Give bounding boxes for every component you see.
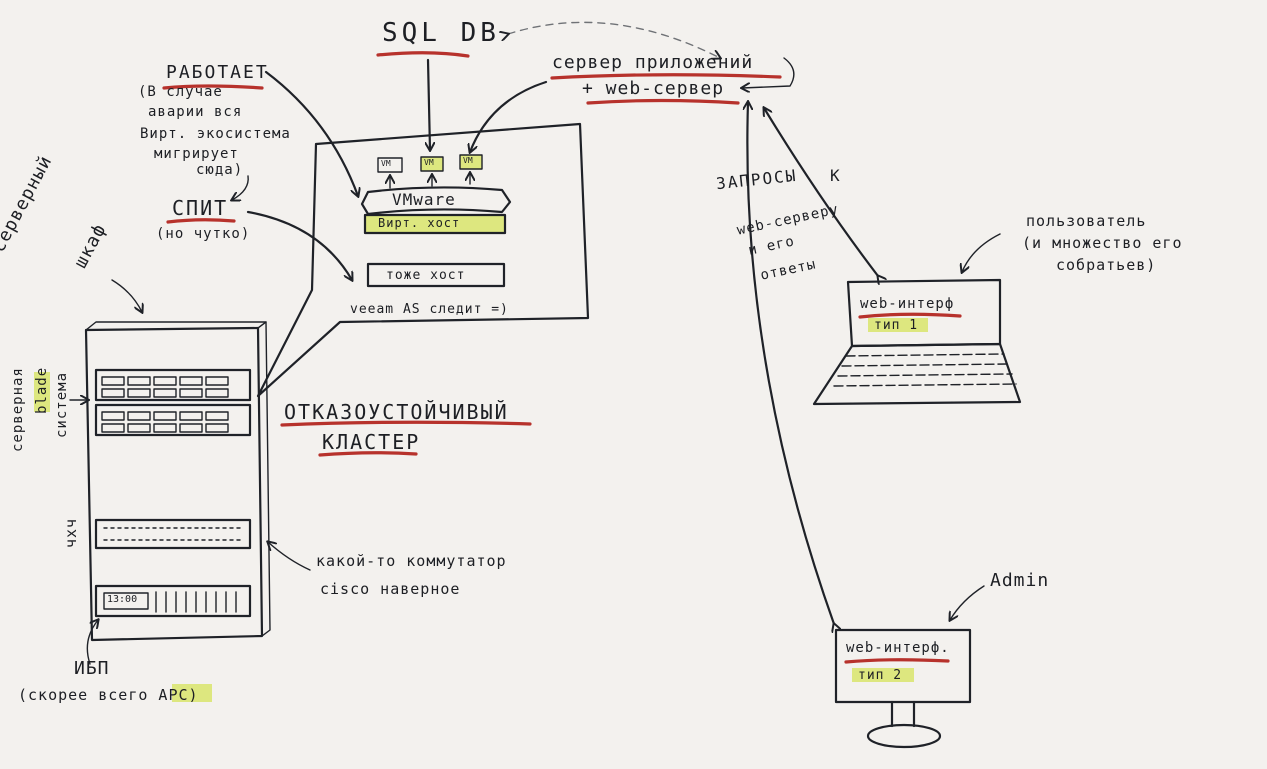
app-server-underline-2 — [586, 98, 740, 105]
blade-slots — [101, 376, 229, 433]
arrow-works-to-host — [264, 70, 358, 196]
app-server-label-1: сервер приложений — [552, 52, 754, 73]
laptop-screen-label-2: тип 1 — [874, 318, 919, 333]
arrow-user-label — [962, 233, 1001, 272]
works-note-2: аварии вся — [148, 104, 243, 120]
user-label-3: собратьев) — [1056, 256, 1157, 274]
ups-display-label: 13:00 — [107, 594, 138, 605]
monitor-type-highlight — [852, 668, 914, 682]
user-label-1: пользователь — [1026, 212, 1147, 230]
ups-unit — [94, 584, 252, 618]
vm-label-3: VM — [463, 156, 473, 165]
monitor-screen-underline — [844, 658, 950, 664]
monitor-neck — [890, 700, 916, 728]
ups-label-1: ИБП — [74, 658, 110, 679]
sleeps-underline — [166, 218, 236, 224]
sleeps-label: СПИТ — [172, 196, 229, 220]
requests-label-2: К — [830, 166, 841, 185]
vm-box-2 — [420, 156, 444, 172]
switch-label-2: cisco наверное — [320, 580, 461, 598]
arrow-ups-label — [86, 620, 98, 665]
works-underline — [162, 84, 264, 90]
arrow-switch-label — [268, 542, 311, 571]
switch-unit — [94, 518, 252, 550]
ups-display-box — [103, 592, 149, 610]
monitor-screen-label-1: web-интерф. — [846, 640, 950, 656]
cabinet-side — [257, 321, 271, 637]
blade-highlight — [34, 372, 50, 412]
laptop-type-highlight — [868, 318, 928, 332]
works-note-1: (В случае — [138, 84, 223, 100]
works-label: РАБОТАЕТ — [166, 62, 269, 83]
arrow-sqldb-to-vm — [428, 58, 430, 150]
same-host-box — [366, 262, 506, 288]
cluster-underline-2 — [318, 451, 418, 457]
vm-box-3 — [459, 154, 483, 170]
arrow-app-admin — [747, 102, 834, 624]
ups-label-2: (скорее всего APC) — [18, 686, 199, 704]
sleeps-note: (но чутко) — [156, 226, 251, 242]
monitor-screen — [834, 628, 972, 704]
works-note-4: мигрирует — [154, 146, 239, 162]
same-host-label: тоже хост — [386, 268, 466, 283]
arrow-app-to-vm — [470, 80, 548, 152]
sql-to-app-dashed-link — [508, 21, 720, 58]
vm-box-2-fill — [421, 157, 443, 171]
admin-label: Admin — [990, 570, 1050, 591]
sql-db-label: SQL DB — [382, 18, 500, 48]
app-self-arrow — [742, 57, 795, 88]
arrow-app-laptop — [764, 108, 878, 276]
blade-label-3: система — [54, 371, 70, 438]
cluster-underline-1 — [280, 420, 532, 427]
monitor-stand — [866, 723, 942, 749]
laptop-keys — [833, 353, 1017, 387]
cluster-label-1: ОТКАЗОУСТОЙЧИВЫЙ — [284, 400, 509, 424]
laptop-base — [812, 342, 1022, 406]
laptop-screen-label-1: web-интерф — [860, 296, 955, 312]
virt-host-label: Вирт. хост — [378, 216, 461, 230]
shelf-label: чхч — [62, 517, 80, 548]
app-server-underline-1 — [550, 73, 782, 80]
blade-label-2: blade — [34, 366, 50, 414]
apc-highlight — [172, 684, 212, 702]
blade-unit-2 — [94, 403, 252, 437]
ups-vents — [155, 591, 237, 613]
switch-ports — [103, 527, 245, 541]
arrow-cabinet-label — [111, 279, 142, 312]
blade-unit-1 — [94, 368, 252, 402]
virt-host-box — [363, 213, 507, 235]
blade-label-1: серверная — [10, 367, 26, 452]
works-note-5: сюда) — [196, 162, 244, 178]
sql-db-underline — [376, 51, 470, 58]
vmware-label: VMware — [392, 190, 456, 209]
vm-box-1 — [377, 157, 403, 173]
switch-label-1: какой-то коммутатор — [316, 552, 507, 570]
virt-host-fill — [365, 215, 505, 233]
arrow-admin-label — [950, 585, 985, 620]
user-label-2: (и множество его — [1022, 234, 1183, 252]
cluster-label-2: КЛАСТЕР — [322, 430, 421, 454]
arrow-note-to-sleeps — [232, 175, 249, 200]
laptop-screen-underline — [858, 312, 962, 319]
arrow-sleeps-to-host2 — [246, 210, 352, 280]
veeam-label: veeam AS следит =) — [350, 302, 509, 317]
vm-label-2: VM — [424, 158, 434, 167]
vm-box-3-fill — [460, 155, 482, 169]
app-server-label-2: + web-сервер — [582, 78, 725, 99]
cluster-callout-box — [256, 122, 590, 398]
works-note-3: Вирт. экосистема — [140, 126, 291, 142]
vmware-box — [360, 186, 512, 216]
vm-label-1: VM — [381, 159, 391, 168]
monitor-screen-label-2: тип 2 — [858, 668, 903, 683]
